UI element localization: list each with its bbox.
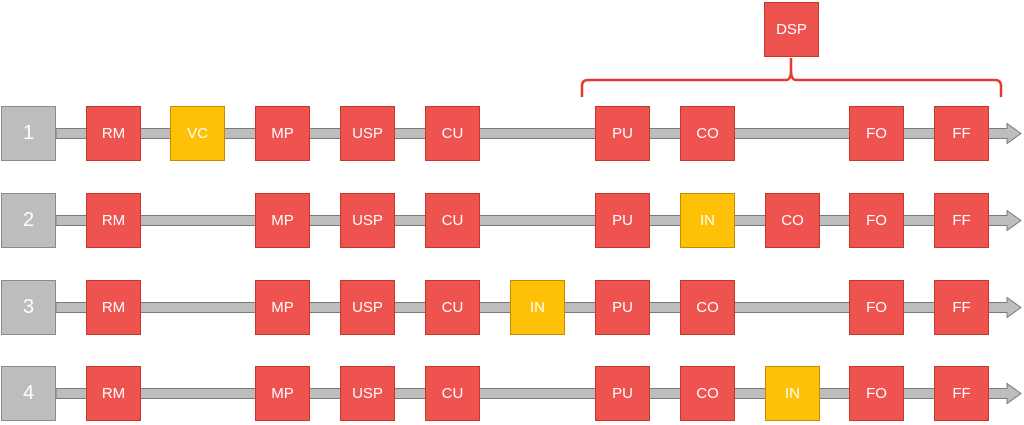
stage-usp-row-3: USP	[340, 280, 395, 335]
dsp-group-label: DSP	[764, 2, 819, 57]
stage-mp-row-1: MP	[255, 106, 310, 161]
stage-label: RM	[101, 299, 126, 316]
stage-ff-row-4: FF	[934, 366, 989, 421]
stage-label: FO	[866, 125, 887, 142]
stage-label: VC	[187, 125, 208, 142]
stage-label: CU	[441, 212, 464, 229]
stage-label: PU	[612, 125, 633, 142]
stage-usp-row-1: USP	[340, 106, 395, 161]
stage-label: PU	[612, 299, 633, 316]
stage-label: CO	[696, 125, 719, 142]
row-number-2: 2	[1, 193, 56, 248]
stage-ff-row-1: FF	[934, 106, 989, 161]
stage-rm-row-1: RM	[86, 106, 141, 161]
stage-fo-row-3: FO	[849, 280, 904, 335]
stage-label: CO	[696, 299, 719, 316]
row-number-text: 3	[22, 296, 35, 318]
stage-fo-row-1: FO	[849, 106, 904, 161]
stage-rm-row-4: RM	[86, 366, 141, 421]
stage-rm-row-3: RM	[86, 280, 141, 335]
row-number-3: 3	[1, 280, 56, 335]
dsp-bracket	[580, 58, 1003, 97]
stage-label: RM	[101, 125, 126, 142]
stage-label: IN	[530, 299, 545, 316]
stage-co-row-2: CO	[765, 193, 820, 248]
stage-in-row-2: IN	[680, 193, 735, 248]
stage-mp-row-2: MP	[255, 193, 310, 248]
stage-label: FF	[952, 125, 971, 142]
stage-cu-row-4: CU	[425, 366, 480, 421]
stage-label: FF	[952, 212, 971, 229]
stage-label: FO	[866, 385, 887, 402]
stage-rm-row-2: RM	[86, 193, 141, 248]
stage-label: RM	[101, 385, 126, 402]
row-number-text: 2	[22, 209, 35, 231]
stage-usp-row-2: USP	[340, 193, 395, 248]
row-number-4: 4	[1, 366, 56, 421]
stage-mp-row-4: MP	[255, 366, 310, 421]
stage-label: IN	[700, 212, 715, 229]
stage-label: CU	[441, 299, 464, 316]
stage-pu-row-1: PU	[595, 106, 650, 161]
stage-pu-row-4: PU	[595, 366, 650, 421]
dsp-label-text: DSP	[776, 21, 807, 38]
stage-label: MP	[271, 125, 294, 142]
stage-ff-row-3: FF	[934, 280, 989, 335]
stage-label: CU	[441, 385, 464, 402]
stage-cu-row-3: CU	[425, 280, 480, 335]
stage-label: USP	[352, 385, 383, 402]
stage-fo-row-2: FO	[849, 193, 904, 248]
stage-pu-row-3: PU	[595, 280, 650, 335]
stage-mp-row-3: MP	[255, 280, 310, 335]
stage-co-row-3: CO	[680, 280, 735, 335]
stage-ff-row-2: FF	[934, 193, 989, 248]
stage-label: RM	[101, 212, 126, 229]
stage-label: FF	[952, 299, 971, 316]
stage-label: FO	[866, 299, 887, 316]
stage-label: CO	[696, 385, 719, 402]
stage-co-row-1: CO	[680, 106, 735, 161]
stage-label: IN	[785, 385, 800, 402]
stage-label: FO	[866, 212, 887, 229]
stage-cu-row-1: CU	[425, 106, 480, 161]
stage-label: PU	[612, 385, 633, 402]
stage-label: MP	[271, 385, 294, 402]
stage-co-row-4: CO	[680, 366, 735, 421]
stage-in-row-3: IN	[510, 280, 565, 335]
stage-label: CU	[441, 125, 464, 142]
stage-label: USP	[352, 125, 383, 142]
stage-pu-row-2: PU	[595, 193, 650, 248]
row-number-text: 1	[22, 122, 35, 144]
stage-usp-row-4: USP	[340, 366, 395, 421]
row-number-1: 1	[1, 106, 56, 161]
stage-label: MP	[271, 299, 294, 316]
stage-in-row-4: IN	[765, 366, 820, 421]
stage-label: USP	[352, 212, 383, 229]
stage-fo-row-4: FO	[849, 366, 904, 421]
stage-cu-row-2: CU	[425, 193, 480, 248]
stage-vc-row-1: VC	[170, 106, 225, 161]
stage-label: MP	[271, 212, 294, 229]
stage-label: PU	[612, 212, 633, 229]
row-number-text: 4	[22, 382, 35, 404]
stage-label: CO	[781, 212, 804, 229]
stage-label: FF	[952, 385, 971, 402]
stage-label: USP	[352, 299, 383, 316]
